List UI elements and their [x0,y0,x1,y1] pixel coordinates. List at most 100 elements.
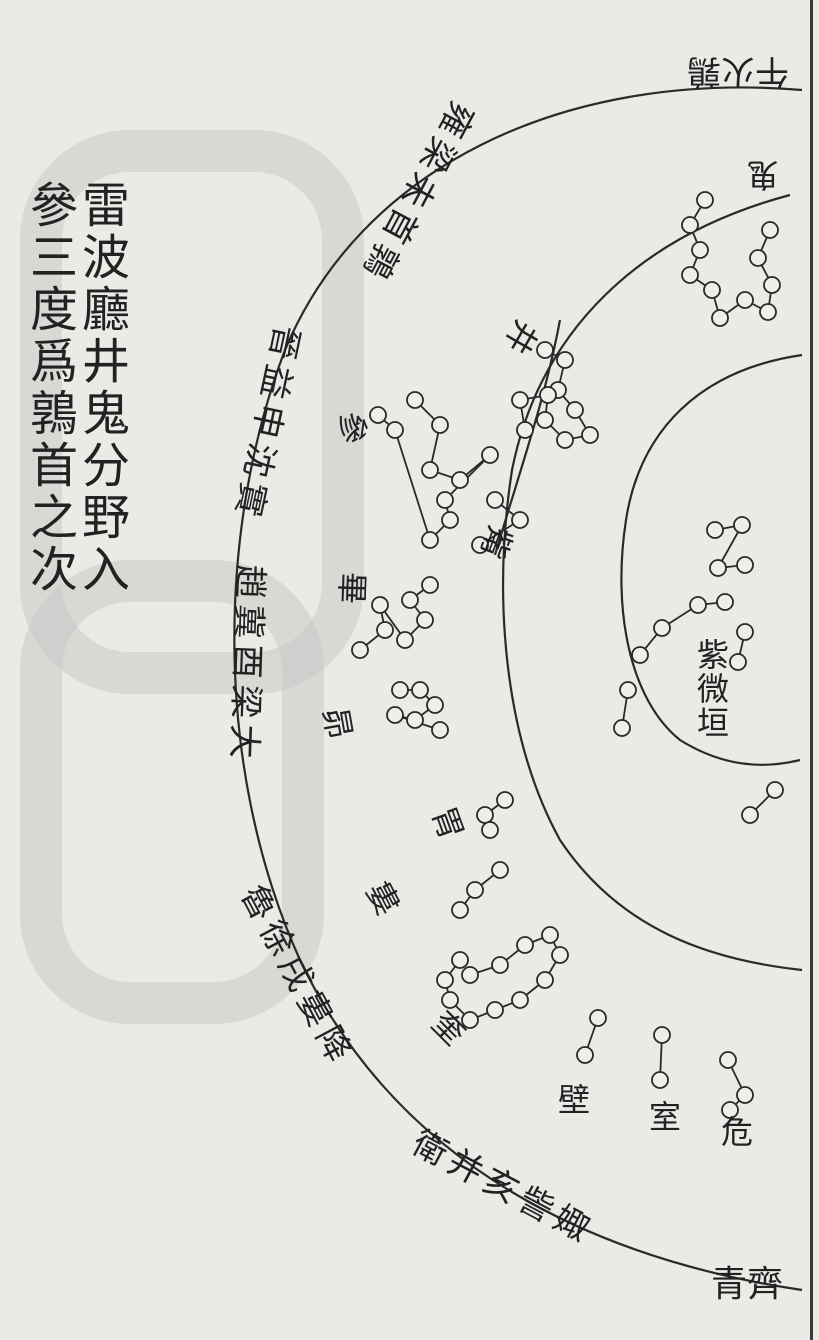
star-dot [451,951,469,969]
star-dot [653,619,671,637]
star-dot [486,491,504,509]
star-dot [436,491,454,509]
asterism-wei2 [719,1051,754,1119]
star-dot [681,266,699,284]
star-dot [729,653,747,671]
star-dot [576,1046,594,1064]
asterism-ziwei-e [741,781,784,824]
star-dot [376,621,394,639]
asterism-zi-line [471,491,529,554]
intro-note-left-column: 參三度爲鶉首之次 [21,180,77,596]
star-dot [461,1011,479,1029]
asterism-bi [351,576,439,659]
star-dot [681,216,699,234]
star-dot [736,291,754,309]
star-dot [416,611,434,629]
star-dot [539,386,557,404]
asterism-kui [436,926,569,1029]
star-dot [651,1071,669,1089]
star-dot [511,391,529,409]
star-dot [759,303,777,321]
star-dot [709,559,727,577]
star-dot [411,681,429,699]
star-dot [653,1026,671,1044]
star-dot [351,641,369,659]
star-dot [451,471,469,489]
mansion-label-bi2: 壁 [558,1081,591,1119]
star-dot [536,341,554,359]
bottom-edge-label: 青齊 [710,1264,783,1305]
star-dot [511,991,529,1009]
star-dot [736,556,754,574]
asterism-bi2 [576,1009,607,1064]
asterism-mao [386,681,449,739]
star-dot [761,221,779,239]
star-dot [706,521,724,539]
star-dot [749,249,767,267]
asterism-ziwei-b [631,593,734,664]
star-dot [516,936,534,954]
star-dot [396,631,414,649]
star-dot [421,576,439,594]
star-dot [386,421,404,439]
asterism-lou [451,861,509,919]
mansion-label-wei2: 危 [716,1115,754,1147]
star-dot [369,406,387,424]
asterism-jing [511,341,599,449]
asterism-wei [476,791,514,839]
star-dot [421,531,439,549]
star-dot [733,516,751,534]
star-dot [766,781,784,799]
star-dot [476,806,494,824]
star-dot [386,706,404,724]
asterism-ziwei-a [706,516,754,577]
star-dot [481,821,499,839]
star-dot [719,1051,737,1069]
star-dot [736,1086,754,1104]
star-dot [441,991,459,1009]
star-dot [481,446,499,464]
star-dot [426,696,444,714]
middle-boundary-arc [502,193,803,972]
star-dot [406,391,424,409]
star-dot [689,596,707,614]
star-dot [451,901,469,919]
star-dot [516,421,534,439]
star-dot [466,881,484,899]
star-dot [736,623,754,641]
star-dot [431,416,449,434]
star-dot [711,309,729,327]
star-dot [613,719,631,737]
asterism-ziwei-d [729,623,754,671]
mansion-label-gui: 鬼 [746,160,784,192]
star-dot [391,681,409,699]
watermark-seal-lower [20,560,324,1024]
star-dot [371,596,389,614]
top-edge-label: 午火鶉 [687,51,789,91]
outer-boundary-arc [233,86,803,1292]
star-dot [763,276,781,294]
star-dot [471,536,489,554]
mansion-label-shi: 室 [644,1100,682,1132]
star-dot [556,351,574,369]
intro-note-right-column: 雷波廳井鬼分野入 [73,180,129,596]
star-dot [691,241,709,259]
star-dot [406,711,424,729]
star-dot [441,511,459,529]
star-dot [696,191,714,209]
star-dot [631,646,649,664]
asterism-shi [651,1026,671,1089]
star-dot [556,431,574,449]
star-dot [566,401,584,419]
asterism-shen [369,391,499,549]
star-dot [431,721,449,739]
star-dot [511,511,529,529]
star-dot [703,281,721,299]
star-dot [541,926,559,944]
boundary-label-zhao-ji: 趙冀酉梁大 [223,563,270,766]
star-dot [716,593,734,611]
star-dot [421,461,439,479]
star-dot [551,946,569,964]
